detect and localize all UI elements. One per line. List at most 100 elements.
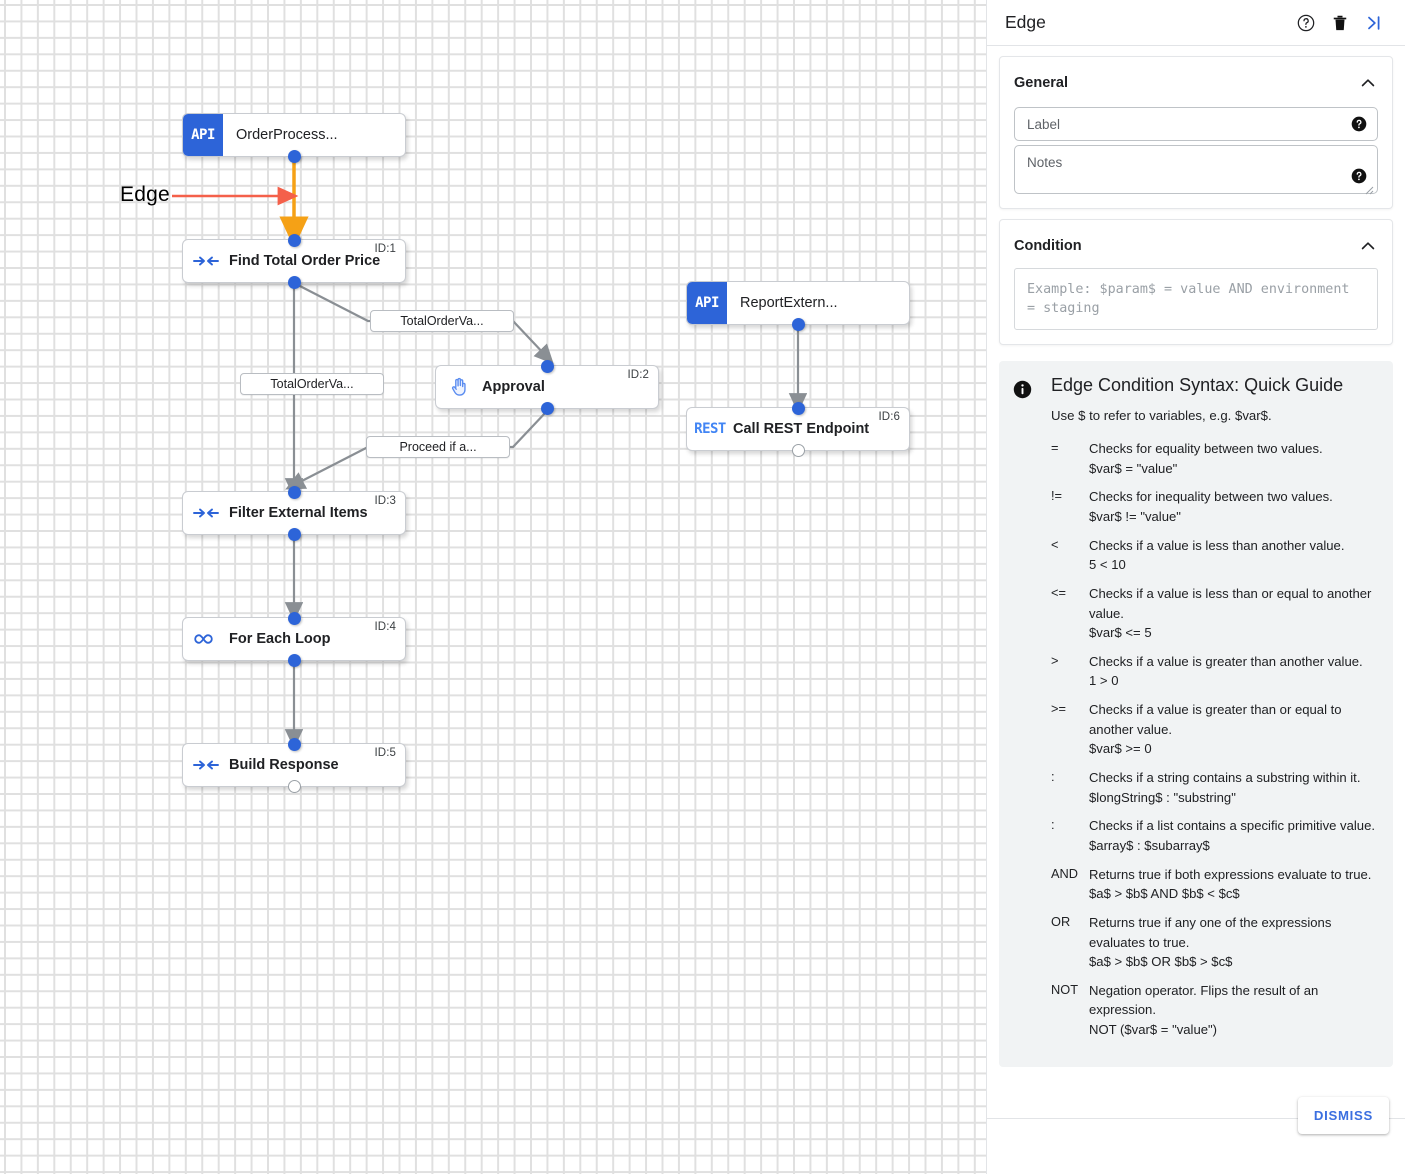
- node-find-total-order-price[interactable]: ID:1 Find Total Order Price: [182, 233, 406, 289]
- node-output-port[interactable]: [287, 149, 301, 163]
- dismiss-button[interactable]: DISMISS: [1297, 1097, 1389, 1134]
- guide-operator-description: Returns true if both expressions evaluat…: [1089, 865, 1379, 904]
- node-title: For Each Loop: [229, 631, 331, 647]
- guide-operator-symbol: OR: [1051, 913, 1071, 929]
- label-field[interactable]: Label: [1014, 107, 1378, 141]
- chevron-up-icon[interactable]: [1358, 236, 1378, 256]
- guide-operator-symbol: =: [1051, 440, 1059, 456]
- condition-input[interactable]: Example: $param$ = value AND environment…: [1014, 268, 1378, 331]
- node-call-rest-endpoint[interactable]: ID:6 REST Call REST Endpoint: [686, 401, 910, 457]
- condition-section-header[interactable]: Condition: [1000, 220, 1392, 266]
- node-id-tag: ID:3: [374, 495, 396, 507]
- merge-arrows-icon: [183, 757, 229, 773]
- guide-operator-example: $longString$ : "substring": [1089, 789, 1236, 805]
- notes-field-placeholder: Notes: [1027, 155, 1063, 170]
- notes-field[interactable]: Notes: [1014, 145, 1378, 195]
- general-section-header[interactable]: General: [1000, 57, 1392, 103]
- node-approval[interactable]: ID:2 Approval: [435, 359, 659, 415]
- general-heading: General: [1014, 75, 1068, 91]
- node-id-tag: ID:6: [878, 411, 900, 423]
- condition-heading: Condition: [1014, 238, 1082, 254]
- node-output-port[interactable]: [791, 443, 805, 457]
- edge-label[interactable]: Proceed if a...: [366, 436, 510, 458]
- guide-operator-example: $var$ = "value": [1089, 460, 1178, 476]
- edge-connections-layer: [172, 157, 808, 749]
- guide-operator-row: : Checks if a string contains a substring…: [1051, 768, 1379, 807]
- guide-operator-symbol: :: [1051, 817, 1055, 833]
- node-output-port[interactable]: [540, 401, 554, 415]
- node-id-tag: ID:4: [374, 621, 396, 633]
- workflow-canvas[interactable]: Edge API OrderProcess... ID:1 Find Total…: [0, 0, 986, 1174]
- annotation-label-edge: Edge: [120, 183, 170, 206]
- node-input-port[interactable]: [287, 233, 301, 247]
- collapse-panel-icon[interactable]: [1357, 6, 1391, 40]
- guide-operator-description: Checks if a list contains a specific pri…: [1089, 816, 1379, 855]
- node-title: Call REST Endpoint: [733, 421, 870, 437]
- api-badge-icon: API: [687, 282, 727, 324]
- general-section: General Label Notes: [999, 56, 1393, 209]
- edge-label[interactable]: TotalOrderVa...: [240, 373, 384, 395]
- node-input-port[interactable]: [791, 401, 805, 415]
- guide-operator-description: Checks for inequality between two values…: [1089, 487, 1379, 526]
- guide-operator-description: Checks if a value is greater than anothe…: [1089, 652, 1379, 691]
- node-reportexternal[interactable]: API ReportExtern...: [686, 281, 910, 331]
- merge-arrows-icon: [183, 253, 229, 269]
- node-title: Approval: [482, 379, 545, 395]
- label-field-placeholder: Label: [1027, 116, 1061, 132]
- node-title: Find Total Order Price: [229, 253, 381, 269]
- guide-operator-row: <= Checks if a value is less than or equa…: [1051, 584, 1379, 643]
- node-output-port[interactable]: [287, 779, 301, 793]
- node-input-port[interactable]: [287, 737, 301, 751]
- trash-icon[interactable]: [1323, 6, 1357, 40]
- node-for-each-loop[interactable]: ID:4 For Each Loop: [182, 611, 406, 667]
- guide-operator-example: $a$ > $b$ AND $b$ < $c$: [1089, 886, 1240, 902]
- help-circle-icon[interactable]: [1289, 6, 1323, 40]
- node-filter-external-items[interactable]: ID:3 Filter External Items: [182, 485, 406, 541]
- node-input-port[interactable]: [287, 611, 301, 625]
- guide-operator-symbol: NOT: [1051, 981, 1079, 997]
- guide-operator-symbol: !=: [1051, 488, 1063, 504]
- guide-operator-symbol: >: [1051, 652, 1059, 668]
- guide-operator-row: =Checks for equality between two values.…: [1051, 439, 1379, 478]
- node-title: OrderProcess...: [236, 127, 338, 143]
- guide-operator-example: $var$ != "value": [1089, 508, 1181, 524]
- node-input-port[interactable]: [540, 359, 554, 373]
- node-output-port[interactable]: [287, 527, 301, 541]
- guide-operator-symbol: AND: [1051, 865, 1079, 881]
- help-badge-icon[interactable]: [1351, 116, 1367, 132]
- node-id-tag: ID:1: [374, 243, 396, 255]
- guide-operator-description: Checks if a value is less than or equal …: [1089, 584, 1379, 643]
- guide-operator-example: $a$ > $b$ OR $b$ > $c$: [1089, 954, 1233, 970]
- guide-operator-description: Returns true if any one of the expressio…: [1089, 913, 1379, 972]
- condition-section: Condition Example: $param$ = value AND e…: [999, 219, 1393, 346]
- merge-arrows-icon: [183, 505, 229, 521]
- panel-body: General Label Notes: [987, 46, 1405, 1118]
- edge-properties-panel: Edge General: [986, 0, 1405, 1174]
- node-output-port[interactable]: [287, 653, 301, 667]
- chevron-up-icon[interactable]: [1358, 73, 1378, 93]
- guide-operator-row: >=Checks if a value is greater than or e…: [1051, 700, 1379, 759]
- guide-operator-row: AND Returns true if both expressions eval…: [1051, 865, 1379, 904]
- node-build-response[interactable]: ID:5 Build Response: [182, 737, 406, 793]
- guide-title: Edge Condition Syntax: Quick Guide: [1051, 375, 1344, 396]
- node-output-port[interactable]: [287, 275, 301, 289]
- guide-operator-description: Checks if a value is greater than or equ…: [1089, 700, 1379, 759]
- edge-label[interactable]: TotalOrderVa...: [370, 310, 514, 332]
- guide-operator-symbol: :: [1051, 769, 1055, 785]
- guide-operator-example: 1 > 0: [1089, 673, 1119, 689]
- guide-operator-list: =Checks for equality between two values.…: [1051, 439, 1379, 1040]
- help-badge-icon[interactable]: [1351, 168, 1367, 184]
- condition-syntax-guide: Edge Condition Syntax: Quick Guide Use $…: [999, 361, 1393, 1067]
- guide-operator-symbol: <=: [1051, 584, 1066, 600]
- node-output-port[interactable]: [791, 317, 805, 331]
- node-title: Build Response: [229, 757, 339, 773]
- guide-operator-example: 5 < 10: [1089, 557, 1126, 573]
- info-icon: [1013, 375, 1051, 1049]
- guide-operator-description: Checks if a string contains a substring …: [1089, 768, 1379, 807]
- guide-operator-example: $var$ >= 0: [1089, 741, 1152, 757]
- panel-footer: DISMISS: [987, 1097, 1405, 1174]
- guide-intro: Use $ to refer to variables, e.g. $var$.: [1051, 408, 1272, 424]
- node-orderprocess[interactable]: API OrderProcess...: [182, 113, 406, 163]
- node-input-port[interactable]: [287, 485, 301, 499]
- guide-operator-symbol: <: [1051, 536, 1059, 552]
